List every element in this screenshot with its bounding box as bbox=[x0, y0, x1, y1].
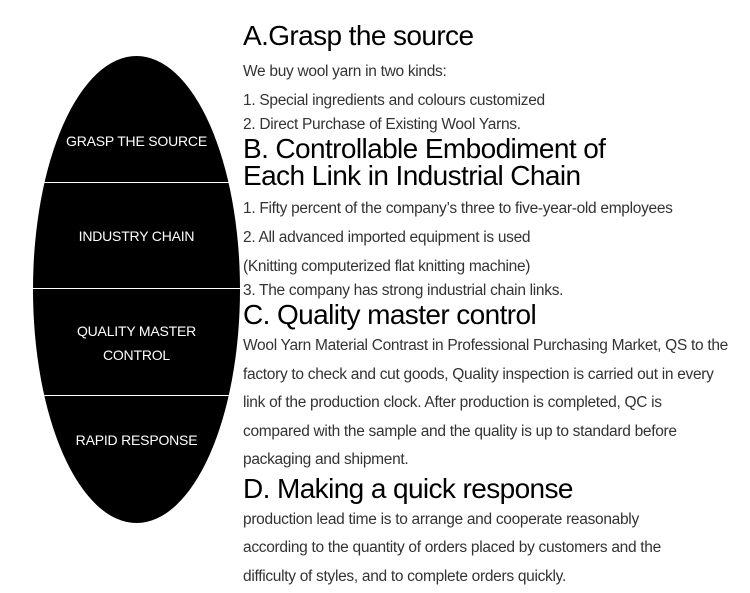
section-b-heading: B. Controllable Embodiment of bbox=[243, 133, 606, 164]
section-b-line: (Knitting computerized flat knitting mac… bbox=[243, 258, 531, 275]
section-a-line: We buy wool yarn in two kinds: bbox=[243, 63, 447, 80]
section-a-line: 1. Special ingredients and colours custo… bbox=[243, 92, 545, 109]
oval-divider bbox=[33, 182, 240, 183]
section-b-line: 3. The company has strong industrial cha… bbox=[243, 282, 564, 299]
section-d-heading: D. Making a quick response bbox=[243, 472, 574, 504]
section-b-heading: Each Link in Industrial Chain bbox=[243, 160, 581, 191]
section-a-heading: A.Grasp the source bbox=[243, 20, 474, 51]
process-oval: GRASP THE SOURCE INDUSTRY CHAIN QUALITY … bbox=[33, 56, 240, 523]
oval-divider bbox=[33, 288, 240, 289]
content-column: A.Grasp the source We buy wool yarn in t… bbox=[243, 22, 743, 591]
oval-divider bbox=[33, 395, 240, 396]
oval-item-rapid-response: RAPID RESPONSE bbox=[75, 431, 198, 448]
oval-item-grasp-the-source: GRASP THE SOURCE bbox=[66, 133, 207, 149]
section-b-line: 2. All advanced imported equipment is us… bbox=[243, 229, 531, 246]
oval-item-quality-master-control: QUALITY MASTER CONTROL bbox=[76, 322, 197, 363]
section-d-body: production lead time is to arrange and c… bbox=[243, 510, 661, 585]
section-c-body: Wool Yarn Material Contrast in Professio… bbox=[243, 337, 728, 468]
section-a-line: 2. Direct Purchase of Existing Wool Yarn… bbox=[243, 116, 521, 133]
section-c-heading: C. Quality master control bbox=[243, 299, 537, 330]
oval-item-industry-chain: INDUSTRY CHAIN bbox=[78, 228, 195, 244]
section-b-line: 1. Fifty percent of the company’s three … bbox=[243, 200, 673, 217]
